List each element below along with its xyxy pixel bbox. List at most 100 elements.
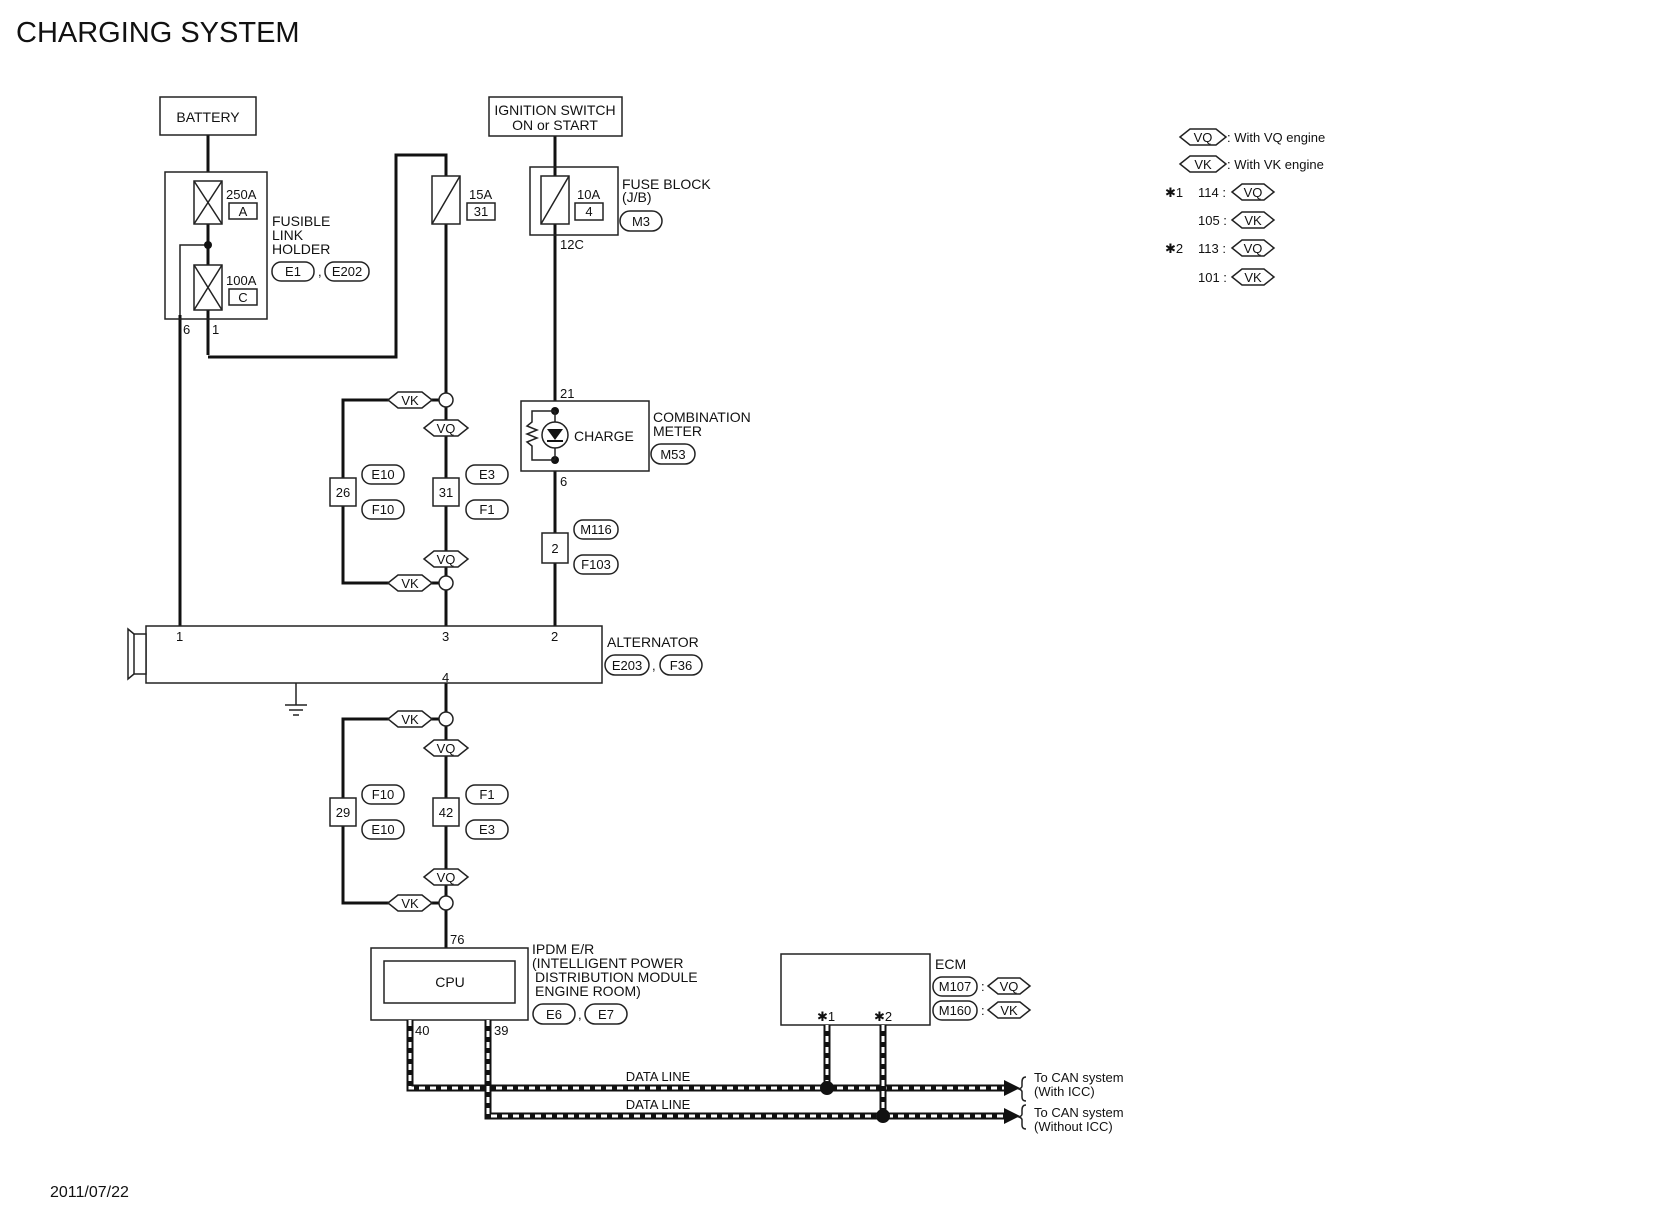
- fuse-block-label-line2: (J/B): [622, 189, 652, 205]
- ecm-pin1: ✱1: [817, 1009, 835, 1024]
- charge-lamp-label: CHARGE: [574, 428, 634, 444]
- ecm-vk-tag-shape: [986, 1001, 1032, 1019]
- m116-conn-pill: [573, 519, 619, 540]
- dest1-brace: [1016, 1076, 1027, 1102]
- alternator-label: ALTERNATOR: [607, 634, 699, 650]
- lower-branch: VK VQ 29 42 F10 E10 F1 E3 VQ VK: [329, 710, 509, 912]
- fuse-15a-id-box: [466, 202, 496, 221]
- fuse-10a-id-box: [574, 202, 604, 221]
- ipdm-cpu: CPU: [435, 974, 465, 990]
- lower-left-pin: 29: [336, 805, 350, 820]
- fuse-block-pin: 12C: [560, 237, 584, 252]
- upper-vk-node-top: [438, 392, 454, 408]
- fuse-10a-rating: 10A: [577, 187, 600, 202]
- alternator-pulley-flange-icon: [127, 627, 135, 681]
- ecm-conn-vk: M160: [939, 1003, 972, 1018]
- m116-conn: M116: [580, 522, 612, 537]
- lower-left-pin-box: [329, 797, 357, 827]
- ecm-vq-tag: VQ: [1000, 979, 1019, 994]
- alternator-conn2: F36: [670, 658, 692, 673]
- upper-vq-tag-shape-top: [422, 419, 470, 437]
- data-line-2-label: DATA LINE: [626, 1097, 691, 1112]
- ipdm-cpu-box: [383, 960, 516, 1004]
- dest1-line1: To CAN system: [1034, 1070, 1124, 1085]
- lower-right-pin: 42: [439, 805, 453, 820]
- lower-vk-node-top: [438, 711, 454, 727]
- fuse-15a-id: 31: [474, 204, 488, 219]
- m116-pin: 2: [551, 541, 558, 556]
- data-line-2-inner: [486, 1020, 1006, 1118]
- ignition-switch-box: [488, 96, 623, 137]
- legend-ref2-vq-num: 113 :: [1198, 241, 1226, 256]
- wire-pin1-15a-fuse: [208, 153, 448, 359]
- legend-ref1-vk: VK: [1244, 213, 1262, 228]
- legend-ref2-star: ✱2: [1165, 241, 1183, 256]
- ipdm-pin-right: 39: [494, 1023, 508, 1038]
- dest1-line2: (With ICC): [1034, 1084, 1095, 1099]
- page-date: 2011/07/22: [50, 1184, 129, 1201]
- upper-vk-node-bottom: [438, 575, 454, 591]
- upper-left-pin-box: [329, 477, 357, 507]
- data-line-1-arrow-icon: [1004, 1080, 1020, 1096]
- alternator-pin1: 1: [176, 629, 183, 644]
- dest2-line2: (Without ICC): [1034, 1119, 1113, 1134]
- data-line-2-arrow-icon: [1004, 1108, 1020, 1124]
- legend-vq-tag: VQ: [1194, 130, 1213, 145]
- ecm-vq-tag-shape: [986, 977, 1032, 995]
- data-line-1-junction: [820, 1081, 834, 1095]
- legend-ref1-star: ✱1: [1165, 185, 1183, 200]
- m116-joint: 2 M116 F103: [541, 519, 619, 575]
- fuse-15a-rating: 15A: [469, 187, 492, 202]
- lower-conn-e3-pill: [465, 819, 509, 840]
- fusible-conn2-pill: [324, 261, 370, 282]
- fusible-link-frame: [164, 171, 268, 320]
- upper-conn-f10: F10: [372, 502, 394, 517]
- fuse-block: 10A 4 FUSE BLOCK (J/B) M3 12C: [529, 166, 711, 252]
- fuse-250a-rating: 250A: [226, 187, 257, 202]
- legend-vq-text: : With VQ engine: [1227, 130, 1325, 145]
- fuse-100a-id-box: [228, 288, 258, 306]
- legend-ref1-vq-shape: [1230, 183, 1276, 201]
- fusible-label-line2: LINK: [272, 227, 304, 243]
- data-line-1-inner: [408, 1020, 1006, 1090]
- ipdm-conn1-pill: [532, 1003, 576, 1025]
- legend: VQ : With VQ engine VK : With VK engine …: [1165, 128, 1325, 286]
- ecm: ECM M107 : VQ M160 : VK ✱1 ✱2: [780, 953, 1032, 1026]
- legend-ref2-vk-num: 101 :: [1198, 270, 1227, 285]
- ecm-conn-vq-pill: [932, 976, 978, 997]
- fusible-link-holder: 250A A 100A C 6 1 FUSIBLE LINK HOLDER E1…: [164, 171, 370, 337]
- battery-label: BATTERY: [176, 109, 240, 125]
- ipdm-label-line3: DISTRIBUTION MODULE: [535, 969, 698, 985]
- upper-vk-tag-top: VK: [401, 393, 419, 408]
- legend-vq-tag-shape: [1178, 128, 1228, 146]
- meter-resistor-path: [524, 410, 555, 461]
- fuse-100a-id: C: [238, 290, 247, 305]
- ignition-switch-line1: IGNITION SWITCH: [494, 102, 615, 118]
- fuse-block-label-line1: FUSE BLOCK: [622, 176, 711, 192]
- wire-to-pin6: [179, 244, 208, 315]
- fuse-10a-slash: [540, 175, 570, 225]
- upper-vq-tag-shape-bottom: [422, 550, 470, 568]
- upper-conn-e3: E3: [479, 467, 495, 482]
- lower-vq-tag-shape-bottom: [422, 868, 470, 886]
- fusible-label-line3: HOLDER: [272, 241, 330, 257]
- page-title: CHARGING SYSTEM: [16, 17, 300, 49]
- data-lines: DATA LINE DATA LINE To CAN system (With …: [406, 1020, 1124, 1134]
- ipdm-label-line4: ENGINE ROOM): [535, 983, 641, 999]
- legend-ref1-vk-shape: [1230, 211, 1276, 229]
- legend-ref2-vq: VQ: [1244, 241, 1263, 256]
- data-line-2-outer: [484, 1020, 1006, 1120]
- fuse-100a-rating: 100A: [226, 273, 257, 288]
- upper-conn-f10-pill: [361, 499, 405, 520]
- upper-right-pin-box: [432, 477, 460, 507]
- legend-ref2-vq-shape: [1230, 239, 1276, 257]
- data-line-1-label: DATA LINE: [626, 1069, 691, 1084]
- alternator-pin3: 3: [442, 629, 449, 644]
- lower-vk-tag-bottom: VK: [401, 896, 419, 911]
- dest2-line1: To CAN system: [1034, 1105, 1124, 1120]
- alternator-box: [145, 625, 603, 684]
- ipdm-conn1: E6: [546, 1007, 562, 1022]
- ipdm-conn2-pill: [584, 1003, 628, 1025]
- m116-pin-box: [541, 532, 569, 564]
